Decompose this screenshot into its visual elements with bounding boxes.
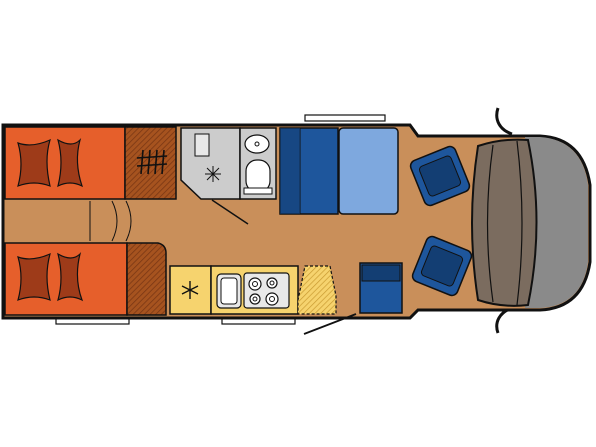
pillow-icon: [17, 252, 51, 301]
bathroom-shower[interactable]: [180, 127, 241, 200]
bathroom-door[interactable]: [211, 199, 249, 225]
entrance-door[interactable]: [303, 313, 357, 335]
stove-burner-icon: [249, 293, 261, 305]
pillow-icon: [17, 138, 51, 187]
stove-burner-icon: [266, 277, 278, 289]
cab-seat-left[interactable]: [409, 145, 471, 207]
snowflake-icon: [181, 281, 199, 299]
wash-basin-icon: [244, 134, 270, 154]
dashboard: [525, 137, 588, 308]
toilet-icon: [245, 159, 271, 193]
mirror-bottom: [495, 306, 513, 334]
mirror-top: [495, 107, 513, 136]
stove-icon: [243, 272, 290, 309]
cab-console: [471, 138, 538, 307]
kitchen-extension[interactable]: [297, 265, 337, 315]
window-rail: [304, 114, 386, 122]
shower-icon: [205, 166, 221, 182]
stove-burner-icon: [265, 292, 279, 306]
pillow-icon: [57, 137, 84, 188]
dinette-table[interactable]: [338, 127, 399, 215]
rear-bed-lower-foot: [126, 242, 167, 316]
cab-seat-right[interactable]: [411, 235, 473, 297]
stove-burner-icon: [248, 277, 262, 291]
rear-bed-upper-foot: [124, 126, 177, 200]
pillow-icon: [57, 252, 84, 302]
heater-grill-icon: [136, 149, 168, 175]
